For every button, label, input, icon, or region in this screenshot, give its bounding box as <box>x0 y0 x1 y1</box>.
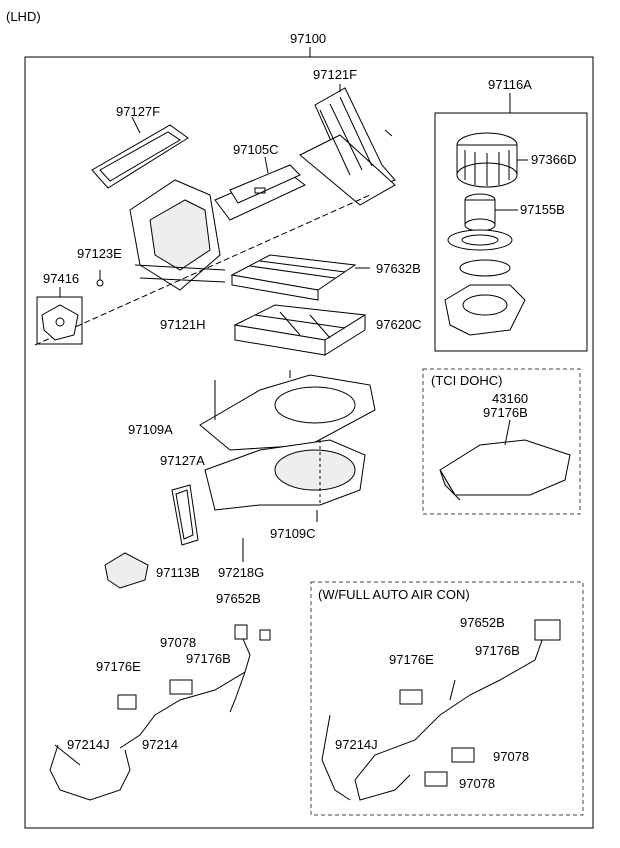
auto-box-title: (W/FULL AUTO AIR CON) <box>318 587 470 602</box>
wiring-harness-right <box>321 619 561 801</box>
blower-wheel-97366D <box>456 132 528 188</box>
callout-97176B-auto: 97176B <box>475 643 520 658</box>
callout-97155B: 97155B <box>520 202 565 217</box>
motor-97155B <box>447 193 518 251</box>
intake-case-assembly <box>96 179 226 291</box>
callout-97214: 97214 <box>142 737 179 752</box>
resistor-97113B <box>104 552 149 589</box>
callout-97214J: 97214J <box>67 737 110 752</box>
callout-97366D: 97366D <box>531 152 577 167</box>
callout-97218G: 97218G <box>218 565 265 580</box>
blower-motor-box <box>434 112 588 352</box>
callout-97121H: 97121H <box>160 317 206 332</box>
callout-97652B-auto: 97652B <box>460 615 505 630</box>
assembly-number: 97100 <box>290 31 327 46</box>
callout-97620C: 97620C <box>376 317 422 332</box>
callout-97176B: 97176B <box>186 651 231 666</box>
filter-frame-97620C <box>233 304 367 356</box>
callout-97113B: 97113B <box>156 565 200 580</box>
callout-97127F: 97127F <box>116 104 161 119</box>
callout-97176E: 97176E <box>96 659 141 674</box>
callout-43160: 43160 <box>492 391 529 406</box>
callout-97105C: 97105C <box>233 142 279 157</box>
callout-97121F: 97121F <box>313 67 358 82</box>
variant-label: (LHD) <box>6 9 41 24</box>
callout-97116A: 97116A <box>488 77 532 92</box>
callout-97652B: 97652B <box>216 591 261 606</box>
callout-97078-auto-lower: 97078 <box>459 776 496 791</box>
actuator-97416 <box>41 304 79 341</box>
assembly-axis <box>34 194 371 346</box>
seal-97127F <box>91 116 189 189</box>
seal-97127A <box>171 484 199 546</box>
callout-97214J-auto: 97214J <box>335 737 378 752</box>
callout-97632B: 97632B <box>376 261 421 276</box>
callout-97109C: 97109C <box>270 526 316 541</box>
callout-97416: 97416 <box>43 271 80 286</box>
callout-97078-auto-upper: 97078 <box>493 749 530 764</box>
callout-97176B-tci: 97176B <box>483 405 528 420</box>
callout-97078: 97078 <box>160 635 197 650</box>
callout-97109A: 97109A <box>128 422 173 437</box>
filter-97632B <box>230 254 370 301</box>
wiring-harness-left <box>49 624 271 801</box>
upper-case-97109A <box>199 370 376 451</box>
intake-duct-97121F <box>299 84 396 206</box>
callout-97127A: 97127A <box>160 453 205 468</box>
tci-box-title: (TCI DOHC) <box>431 373 503 388</box>
door-97105C <box>214 156 306 221</box>
assembly-frame <box>24 56 594 829</box>
full-auto-box <box>310 581 584 816</box>
tci-dohc-box <box>422 368 581 515</box>
lower-case-97109C <box>204 439 366 522</box>
callout-97123E: 97123E <box>77 246 122 261</box>
blower-housing <box>444 259 526 336</box>
callout-97176E-auto: 97176E <box>389 652 434 667</box>
duct-tci-43160 <box>439 419 571 501</box>
